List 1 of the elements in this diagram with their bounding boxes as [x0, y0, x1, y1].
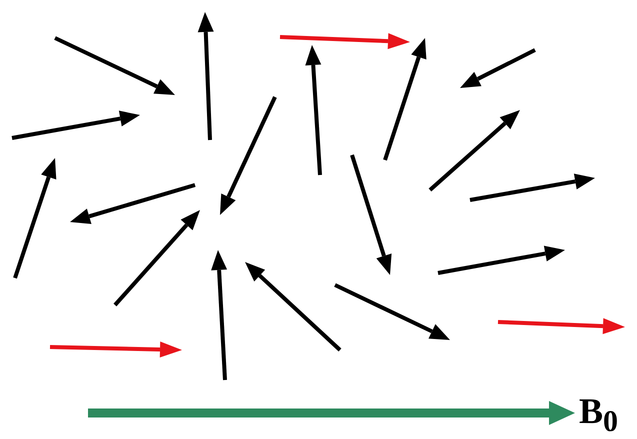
field-label: B$_{0}$ — [579, 393, 618, 438]
